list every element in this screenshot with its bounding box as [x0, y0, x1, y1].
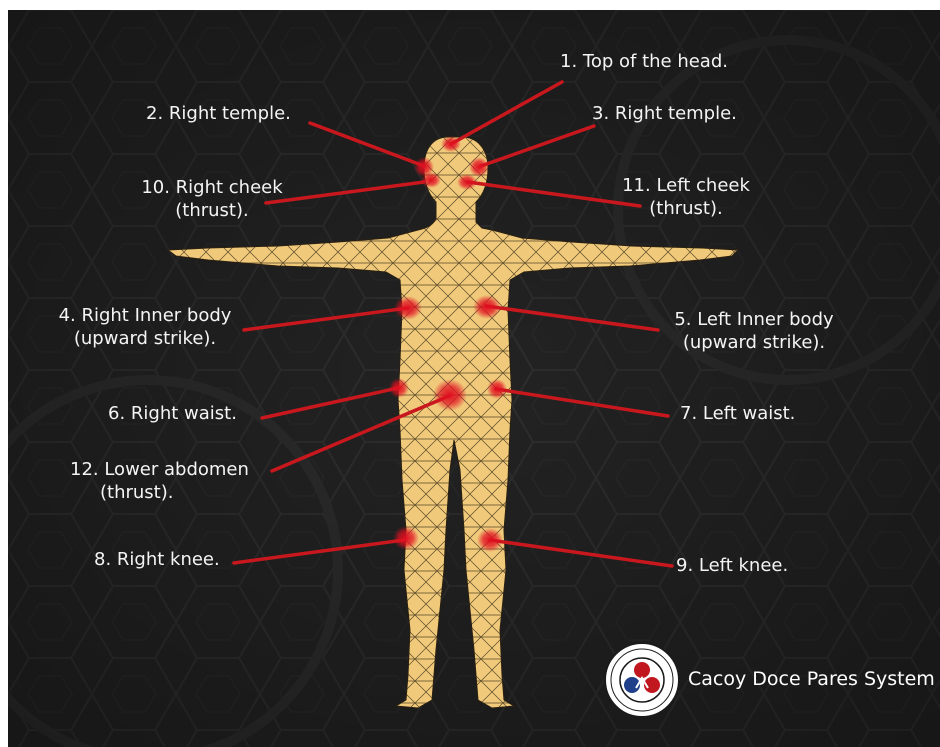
label-line: 9. Left knee.	[676, 554, 788, 577]
pointer-line-9	[490, 540, 672, 566]
label-line: (upward strike).	[654, 331, 854, 354]
target-glow-11	[457, 174, 477, 190]
label-line: 10. Right cheek	[136, 176, 288, 199]
target-glow-1	[441, 136, 461, 152]
label-line: 7. Left waist.	[680, 402, 795, 425]
label-top-of-head: 1. Top of the head.	[560, 50, 728, 73]
brand-name: Cacoy Doce Pares System	[688, 668, 935, 690]
label-right-temple-3: 3. Right temple.	[592, 102, 737, 125]
label-line: 8. Right knee.	[94, 548, 220, 571]
pointer-line-1	[451, 82, 562, 144]
pointer-line-8	[234, 540, 404, 563]
pointer-line-10	[266, 182, 424, 203]
label-right-waist: 6. Right waist.	[108, 402, 237, 425]
label-left-waist: 7. Left waist.	[680, 402, 795, 425]
label-left-inner-body: 5. Left Inner body (upward strike).	[654, 308, 854, 354]
label-line: 2. Right temple.	[146, 102, 291, 125]
target-glow-3	[469, 157, 489, 177]
pointer-line-2	[310, 123, 424, 166]
label-line: (upward strike).	[40, 327, 250, 350]
label-line: 5. Left Inner body	[654, 308, 854, 331]
target-glow-9	[477, 528, 503, 552]
diagram-canvas: 1. Top of the head. 2. Right temple. 3. …	[8, 10, 940, 747]
target-glow-8	[393, 526, 419, 550]
label-lower-abdomen: 12. Lower abdomen (thrust).	[70, 458, 249, 504]
label-line: 12. Lower abdomen	[70, 458, 249, 481]
label-line: (thrust).	[614, 197, 758, 220]
target-glow-7	[487, 379, 507, 399]
target-glow-10	[421, 172, 441, 188]
target-glow-5	[473, 295, 501, 319]
label-right-inner-body: 4. Right Inner body (upward strike).	[40, 304, 250, 350]
pointer-line-3	[481, 126, 594, 166]
label-right-knee: 8. Right knee.	[94, 548, 220, 571]
pointer-line-6	[262, 388, 398, 418]
federation-logo-icon	[602, 640, 688, 720]
pointer-line-7	[496, 389, 668, 416]
target-glow-4	[394, 296, 422, 320]
label-line: 4. Right Inner body	[40, 304, 250, 327]
label-line: 6. Right waist.	[108, 402, 237, 425]
label-right-cheek: 10. Right cheek (thrust).	[136, 176, 288, 222]
label-right-temple-2: 2. Right temple.	[146, 102, 291, 125]
label-line: 1. Top of the head.	[560, 50, 728, 73]
label-line: 11. Left cheek	[614, 174, 758, 197]
pointer-line-5	[486, 306, 658, 330]
target-glow-6	[389, 378, 409, 398]
label-line: (thrust).	[136, 199, 288, 222]
label-left-cheek: 11. Left cheek (thrust).	[614, 174, 758, 220]
target-glow-12	[433, 379, 467, 411]
footer-brand: Cacoy Doce Pares System	[602, 640, 940, 720]
label-line: 3. Right temple.	[592, 102, 737, 125]
body-silhouette	[168, 137, 738, 708]
label-line: (thrust).	[70, 481, 249, 504]
pointer-line-4	[244, 308, 408, 330]
label-left-knee: 9. Left knee.	[676, 554, 788, 577]
